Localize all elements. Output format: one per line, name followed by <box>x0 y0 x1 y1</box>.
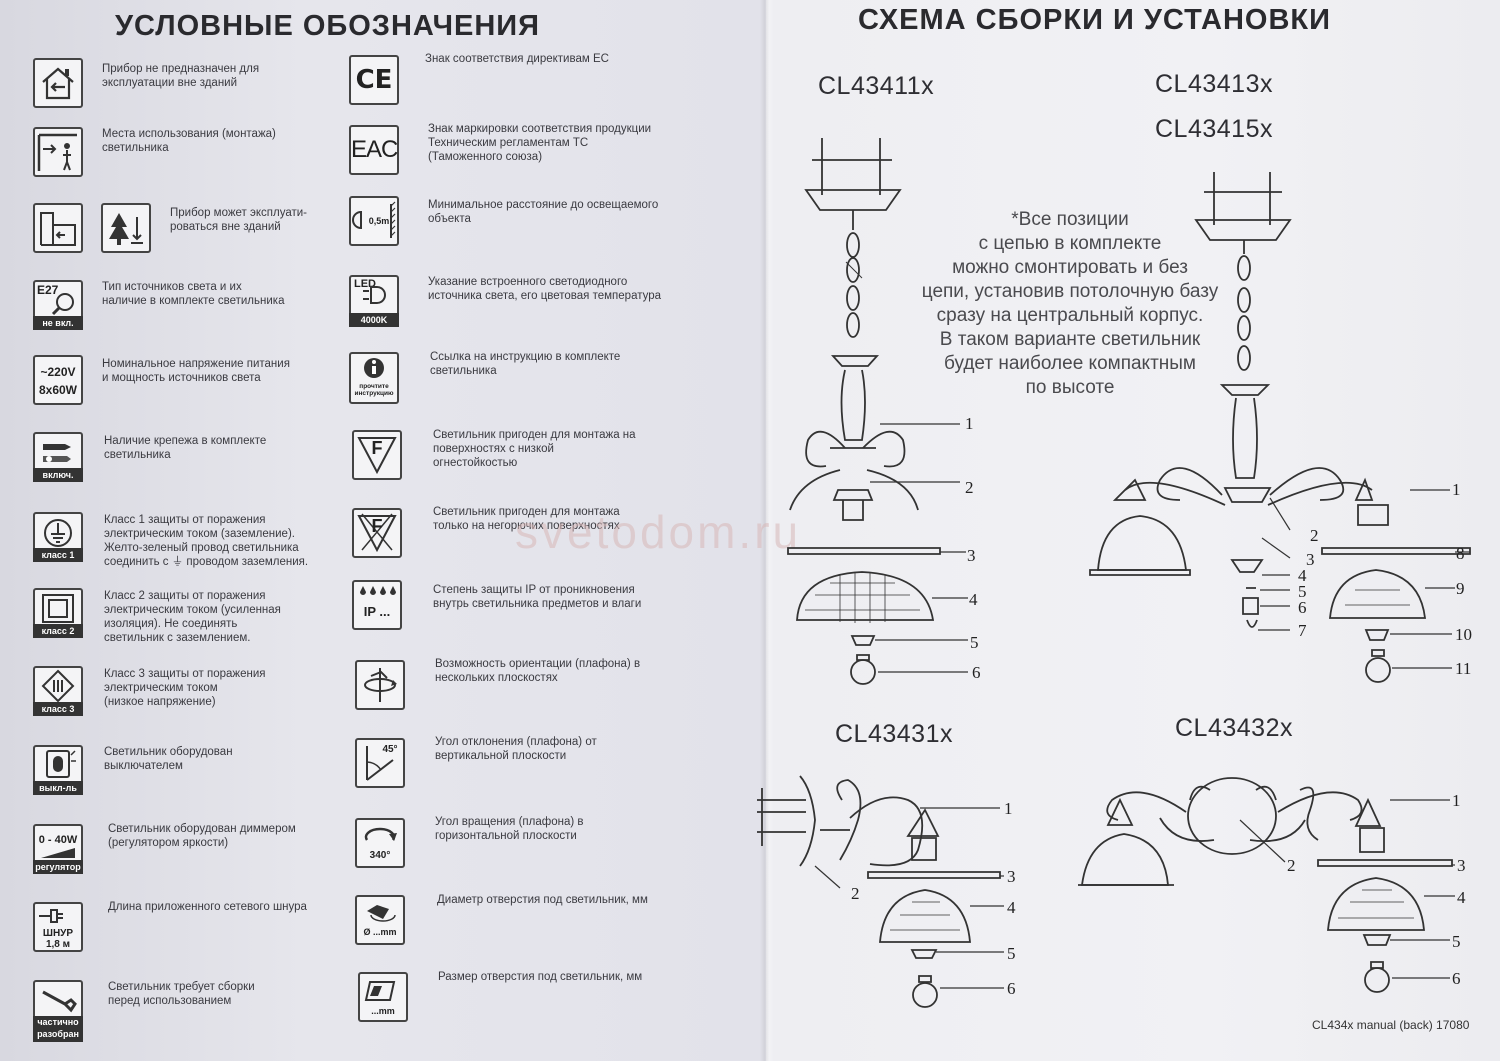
legend-desc: Ссылка на инструкцию в комплекте светиль… <box>430 351 621 377</box>
f-crossed-icon: F <box>352 508 402 558</box>
legend-desc: Прибор может эксплуати- роваться вне зда… <box>170 207 308 233</box>
f-triangle-icon: F <box>352 430 402 480</box>
part-number: 2 <box>851 884 860 903</box>
bulb-type-icon: E27 не вкл. <box>33 280 83 330</box>
dimmer-icon: 0 - 40W регулятор <box>33 824 83 874</box>
part-number: 3 <box>967 546 976 565</box>
ip-rating-icon: IP ... <box>352 580 402 630</box>
legend-desc: Тип источников света и их наличие в комп… <box>102 281 285 307</box>
legend-desc: Степень защиты IP от проникновения внутр… <box>433 584 642 610</box>
part-number: 6 <box>1298 598 1307 617</box>
house-arrow-icon <box>33 58 83 108</box>
switch-icon: выкл-ль <box>33 745 83 795</box>
part-number: 1 <box>965 414 974 433</box>
footer-code: CL434x manual (back) 17080 <box>1312 1018 1470 1032</box>
part-number: 6 <box>972 663 981 682</box>
part-number: 5 <box>970 633 979 652</box>
assembly-note: *Все позиции с цепью в комплекте можно с… <box>921 209 1219 398</box>
orientation-icon <box>355 660 405 710</box>
part-number: 3 <box>1457 856 1466 875</box>
part-number: 6 <box>1007 979 1016 998</box>
legend-desc: Светильник оборудован диммером (регулято… <box>108 823 296 849</box>
model-label: CL43432x <box>1175 714 1293 742</box>
watermark: svetodom.ru <box>515 506 802 558</box>
part-number: 4 <box>969 590 978 609</box>
class3-icon: класс 3 <box>33 666 83 716</box>
legend-desc: Знак соответствия директивам ЕС <box>425 53 609 65</box>
tree-icon <box>101 203 151 253</box>
fastener-icon: включ. <box>33 432 83 482</box>
min-distance-icon: 0,5m <box>349 196 399 246</box>
part-number: 1 <box>1452 791 1461 810</box>
part-number: 2 <box>1310 526 1319 545</box>
legend-desc: Диаметр отверстия под светильник, мм <box>437 894 648 906</box>
part-number: 1 <box>1452 480 1461 499</box>
legend-desc: Длина приложенного сетевого шнура <box>108 901 307 913</box>
led-icon: LED 4000K <box>349 275 399 327</box>
part-number: 9 <box>1456 579 1465 598</box>
ce-mark-icon: CE <box>349 55 399 105</box>
wrench-icon: частично разобран <box>33 980 83 1042</box>
voltage-icon: ~220V 8x60W <box>33 355 83 405</box>
rotation-icon: 340° <box>355 818 405 868</box>
legend-desc: Номинальное напряжение питания и мощност… <box>102 358 290 384</box>
eac-mark-icon: EAC <box>349 125 399 175</box>
part-number: 3 <box>1007 867 1016 886</box>
legend-desc: Класс 1 защиты от поражения электрически… <box>104 514 309 568</box>
class1-ground-icon: класс 1 <box>33 512 83 562</box>
outdoor-use-icon <box>33 203 83 253</box>
part-number: 6 <box>1452 969 1461 988</box>
legend-desc: Размер отверстия под светильник, мм <box>438 971 643 983</box>
legend-desc: Минимальное расстояние до освещаемого об… <box>428 199 659 225</box>
hole-size-icon: ...mm <box>358 972 408 1022</box>
part-number: 4 <box>1457 888 1466 907</box>
legend-desc: Угол отклонения (плафона) от вертикально… <box>435 736 597 762</box>
legend-desc: Знак маркировки соответствия продукции Т… <box>428 123 652 163</box>
class2-icon: класс 2 <box>33 588 83 638</box>
legend-desc: Светильник оборудован выключателем <box>104 746 233 772</box>
model-label: CL43431x <box>835 720 953 748</box>
part-number: 5 <box>1452 932 1461 951</box>
part-number: 2 <box>1287 856 1296 875</box>
assembly-page <box>766 0 1500 1061</box>
part-number: 5 <box>1007 944 1016 963</box>
legend-desc: Угол вращения (плафона) в горизонтальной… <box>435 816 584 842</box>
part-number: 11 <box>1455 659 1472 678</box>
model-label: CL43413x <box>1155 70 1273 98</box>
legend-desc: Светильник пригоден для монтажа только н… <box>433 506 620 532</box>
part-number: 4 <box>1298 566 1307 585</box>
assembly-title: СХЕМА СБОРКИ И УСТАНОВКИ <box>858 4 1331 36</box>
legend-title: УСЛОВНЫЕ ОБОЗНАЧЕНИЯ <box>115 10 540 42</box>
part-number: 8 <box>1456 544 1465 563</box>
legend-desc: Возможность ориентации (плафона) в неско… <box>435 658 641 684</box>
legend-desc: Класс 2 защиты от поражения электрически… <box>104 590 281 644</box>
model-label: CL43415x <box>1155 115 1273 143</box>
part-number: 10 <box>1455 625 1472 644</box>
legend-desc: Наличие крепежа в комплекте светильника <box>104 435 267 461</box>
legend-desc: Светильник требует сборки перед использо… <box>108 981 255 1007</box>
power-cord-icon: ШНУР 1,8 м <box>33 902 83 952</box>
legend-desc: Места использования (монтажа) светильник… <box>102 128 276 154</box>
part-number: 1 <box>1004 799 1013 818</box>
part-number: 3 <box>1306 550 1315 569</box>
hole-diameter-icon: Ø ...mm <box>355 895 405 945</box>
part-number: 2 <box>965 478 974 497</box>
legend-desc: Светильник пригоден для монтажа на повер… <box>433 429 636 469</box>
part-number: 4 <box>1007 898 1016 917</box>
part-number: 7 <box>1298 621 1307 640</box>
legend-desc: Указание встроенного светодиодного источ… <box>428 276 662 302</box>
part-number: 5 <box>1298 582 1307 601</box>
legend-desc: Прибор не предназначен для эксплуатации … <box>102 63 260 89</box>
model-label: CL43411x <box>818 72 935 100</box>
indoor-mounting-icon <box>33 127 83 177</box>
info-icon: прочтите инструкцию <box>349 352 399 404</box>
legend-desc: Класс 3 защиты от поражения электрически… <box>104 668 266 708</box>
tilt-angle-icon: 45° <box>355 738 405 788</box>
